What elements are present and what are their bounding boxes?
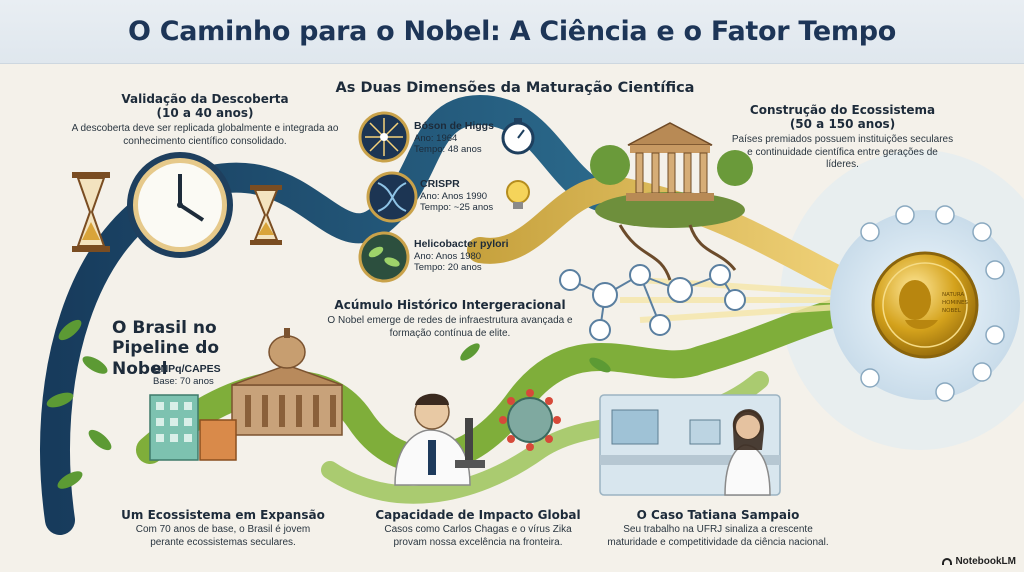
discovery-card-crispr: CRISPR Ano: Anos 1990 Tempo: ~25 anos [420,178,493,213]
dna-icon [366,171,418,223]
validacao-text: A descoberta deve ser replicada globalme… [71,123,339,147]
virus-icon [499,389,561,451]
construcao-block: Construção do Ecossistema (50 a 150 anos… [730,103,955,172]
discovery-time: Tempo: 48 anos [414,143,482,155]
bottom-block-tatiana: O Caso Tatiana Sampaio Seu trabalho na U… [598,508,838,549]
researcher-icon [724,409,771,496]
nobel-medal-icon: NATURA HOMINES NOBEL [830,210,1020,400]
bottom-title: Um Ecossistema em Expansão [121,508,325,522]
medal-orbit-icons [860,205,1005,402]
hourglass-icon-left [72,172,110,252]
gold-path [467,176,873,303]
bacteria-icon [358,231,410,283]
bottom-title: Capacidade de Impacto Global [375,508,581,522]
brasil-title-line2: Pipeline do Nobel [112,338,220,379]
clock-icon [127,152,233,258]
leaves-decor [46,319,611,489]
notebooklm-logo: NotebookLM [942,556,1016,567]
higgs-icon [358,111,410,163]
institution-building-icon [590,122,753,281]
discovery-name: Helicobacter pylori [414,238,509,250]
bottom-text: Casos como Carlos Chagas e o vírus Zika … [384,524,572,548]
discovery-year: Ano: Anos 1980 [414,250,482,262]
bottom-title: O Caso Tatiana Sampaio [636,508,800,522]
validacao-range: (10 a 40 anos) [156,106,254,120]
lightbulb-icon [506,180,530,209]
brazil-buildings-icon [149,328,343,461]
construcao-text: Países premiados possuem instituições se… [731,134,954,170]
notebooklm-logo-icon [942,558,953,565]
brasil-agency-card: CNPq/CAPES Base: 70 anos [153,363,221,387]
discovery-card-helicobacter: Helicobacter pylori Ano: Anos 1980 Tempo… [414,238,509,273]
brasil-title: O Brasil no Pipeline do Nobel [112,318,272,379]
logo-text: NotebookLM [955,556,1016,567]
acumulo-block: Acúmulo Histórico Intergeracional O Nobe… [325,298,575,340]
svg-text:HOMINES: HOMINES [942,300,968,306]
bottom-block-expansao: Um Ecossistema em Expansão Com 70 anos d… [118,508,328,549]
discovery-card-higgs: Bóson de Higgs Ano: 1964 Tempo: 48 anos [414,120,494,155]
discovery-name: CRISPR [420,178,460,190]
scientist-icon [394,393,485,486]
svg-text:NOBEL: NOBEL [942,308,962,314]
network-graph [559,264,746,341]
center-heading: As Duas Dimensões da Maturação Científic… [335,80,695,96]
brasil-base: Base: 70 anos [153,375,214,387]
construcao-range: (50 a 150 anos) [789,117,896,131]
acumulo-title: Acúmulo Histórico Intergeracional [334,298,566,312]
construcao-title: Construção do Ecossistema [749,103,936,117]
hourglass-icon-right [250,185,282,245]
acumulo-text: O Nobel emerge de redes de infraestrutur… [327,315,573,339]
validacao-title: Validação da Descoberta [121,92,289,106]
discovery-time: Tempo: 20 anos [414,261,482,273]
illustration: NATURA HOMINES NOBEL [0,64,1024,572]
discovery-year: Ano: 1964 [414,132,458,144]
brasil-title-line1: O Brasil no [112,318,217,338]
bottom-text: Seu trabalho na UFRJ sinaliza a crescent… [607,524,829,548]
bottom-text: Com 70 anos de base, o Brasil é jovem pe… [135,524,311,548]
page-title: O Caminho para o Nobel: A Ciência e o Fa… [128,16,896,47]
svg-text:NATURA: NATURA [942,292,964,298]
title-bar: O Caminho para o Nobel: A Ciência e o Fa… [0,0,1024,64]
stopwatch-icon [501,118,535,155]
bottom-block-impacto: Capacidade de Impacto Global Casos como … [368,508,588,549]
discovery-time: Tempo: ~25 anos [420,201,494,213]
brasil-agency: CNPq/CAPES [153,363,221,375]
discovery-year: Ano: Anos 1990 [420,190,488,202]
validacao-block: Validação da Descoberta (10 a 40 anos) A… [70,92,340,148]
discovery-name: Bóson de Higgs [414,120,494,132]
